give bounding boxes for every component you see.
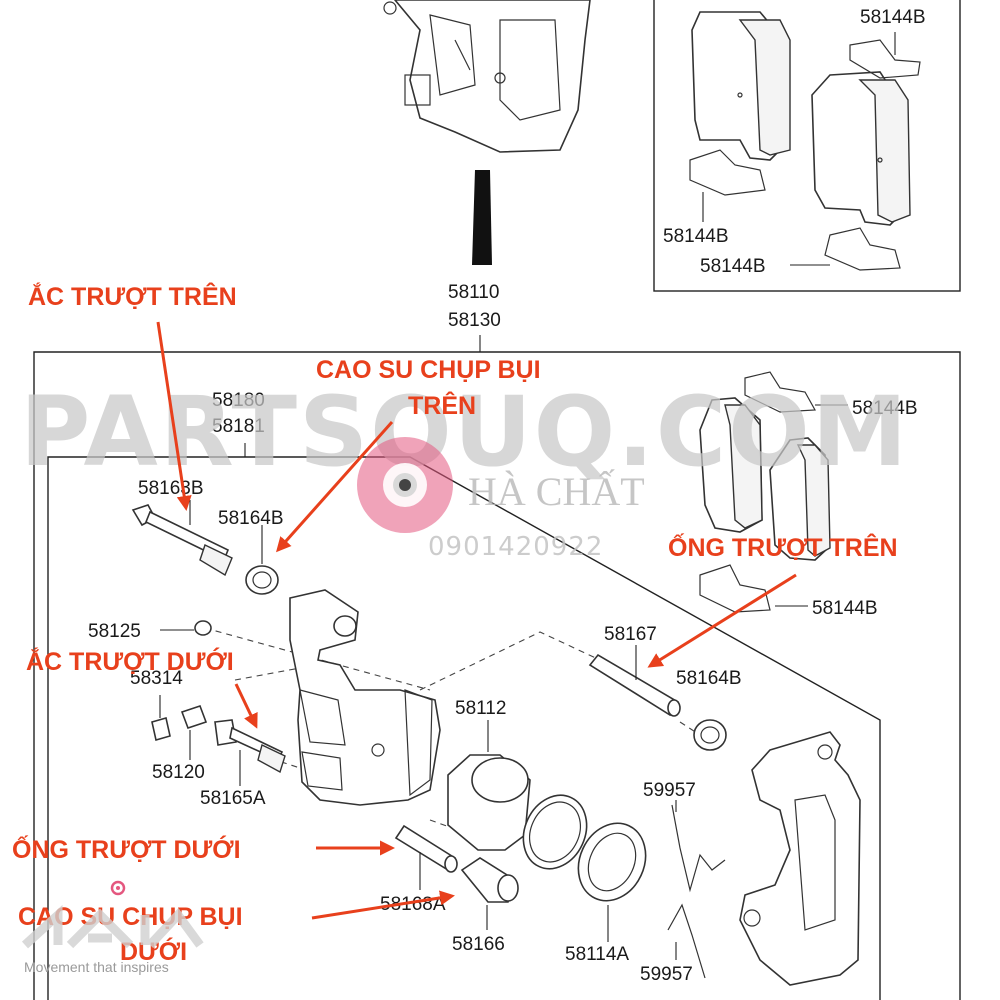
- piston-part: [447, 720, 531, 851]
- piston-seal-part: [522, 794, 588, 870]
- label-58167: 58167: [604, 624, 657, 645]
- label-58163b: 58163B: [138, 478, 204, 499]
- explode-arrow: [472, 170, 492, 265]
- upper-dust-boot-part: [245, 525, 279, 595]
- caliper-assembly-top: [383, 0, 591, 265]
- lower-slide-sleeve-part: [394, 824, 458, 890]
- annotation-upper-dust-boot-line2: TRÊN: [408, 390, 476, 420]
- label-58180: 58180: [212, 390, 265, 411]
- annotation-lower-slide-sleeve: ỐNG TRƯỢT DƯỚI: [12, 834, 241, 864]
- label-58164b-b: 58164B: [676, 668, 742, 689]
- label-58164b-a: 58164B: [218, 508, 284, 529]
- label-58181: 58181: [212, 416, 265, 437]
- watermark-phone: 0901420922: [428, 532, 603, 562]
- label-58112: 58112: [455, 698, 506, 719]
- annotation-upper-slide-sleeve: ỐNG TRƯỢT TRÊN: [668, 532, 898, 562]
- label-58314: 58314: [130, 668, 183, 689]
- label-58114a: 58114A: [565, 944, 629, 965]
- annotation-lower-slide-pin: ẮC TRƯỢT DƯỚI: [26, 646, 234, 676]
- pad-kit-main: [699, 371, 848, 613]
- anti-rattle-springs: [667, 800, 726, 979]
- pad-kit-top: [689, 11, 921, 271]
- kia-logo-mark-icon: [21, 904, 204, 949]
- lower-dust-boot-part: [460, 857, 519, 930]
- label-58130: 58130: [448, 310, 501, 331]
- camera-logo-icon: [357, 437, 453, 533]
- piston-boot-part: [577, 822, 647, 942]
- caliper-housing-part: [289, 589, 441, 806]
- label-59957-a: 59957: [643, 780, 696, 801]
- label-58110: 58110: [448, 282, 499, 303]
- lower-slide-pin-part: [214, 719, 286, 786]
- annotation-upper-dust-boot-line1: CAO SU CHỤP BỤI: [316, 356, 541, 384]
- kia-logo: Movement that inspires: [21, 880, 204, 975]
- annotation-upper-slide-pin: ẮC TRƯỢT TRÊN: [28, 281, 237, 311]
- label-58125: 58125: [88, 621, 141, 642]
- label-58165a: 58165A: [200, 788, 266, 809]
- part-number-labels: 58144B 58144B 58144B 58110 58130 58180 5…: [88, 7, 926, 985]
- logo-dot-icon: [110, 880, 126, 896]
- outer-assembly-frame: [33, 351, 961, 1000]
- label-58166: 58166: [452, 934, 505, 955]
- upper-slide-sleeve-part: [588, 645, 681, 717]
- caliper-bracket-part: [739, 731, 861, 986]
- upper-dust-boot-part-2: [693, 719, 727, 751]
- label-58144b-mid: 58144B: [663, 226, 729, 247]
- logo-tagline: Movement that inspires: [24, 959, 169, 975]
- label-58144b-top: 58144B: [860, 7, 926, 28]
- label-58144b-right1: 58144B: [852, 398, 918, 419]
- watermark-shop: HÀ CHẤT: [468, 469, 645, 514]
- label-58144b-low: 58144B: [700, 256, 766, 277]
- vietnamese-annotations: ẮC TRƯỢT TRÊN CAO SU CHỤP BỤI TRÊN ỐNG T…: [12, 281, 898, 966]
- pad-kit-frame-top: [653, 0, 961, 292]
- caliper-parts: [131, 500, 861, 986]
- label-58120: 58120: [152, 762, 205, 783]
- label-58144b-right2: 58144B: [812, 598, 878, 619]
- bleeder-parts: [151, 620, 212, 760]
- label-59957-b: 59957: [640, 964, 693, 985]
